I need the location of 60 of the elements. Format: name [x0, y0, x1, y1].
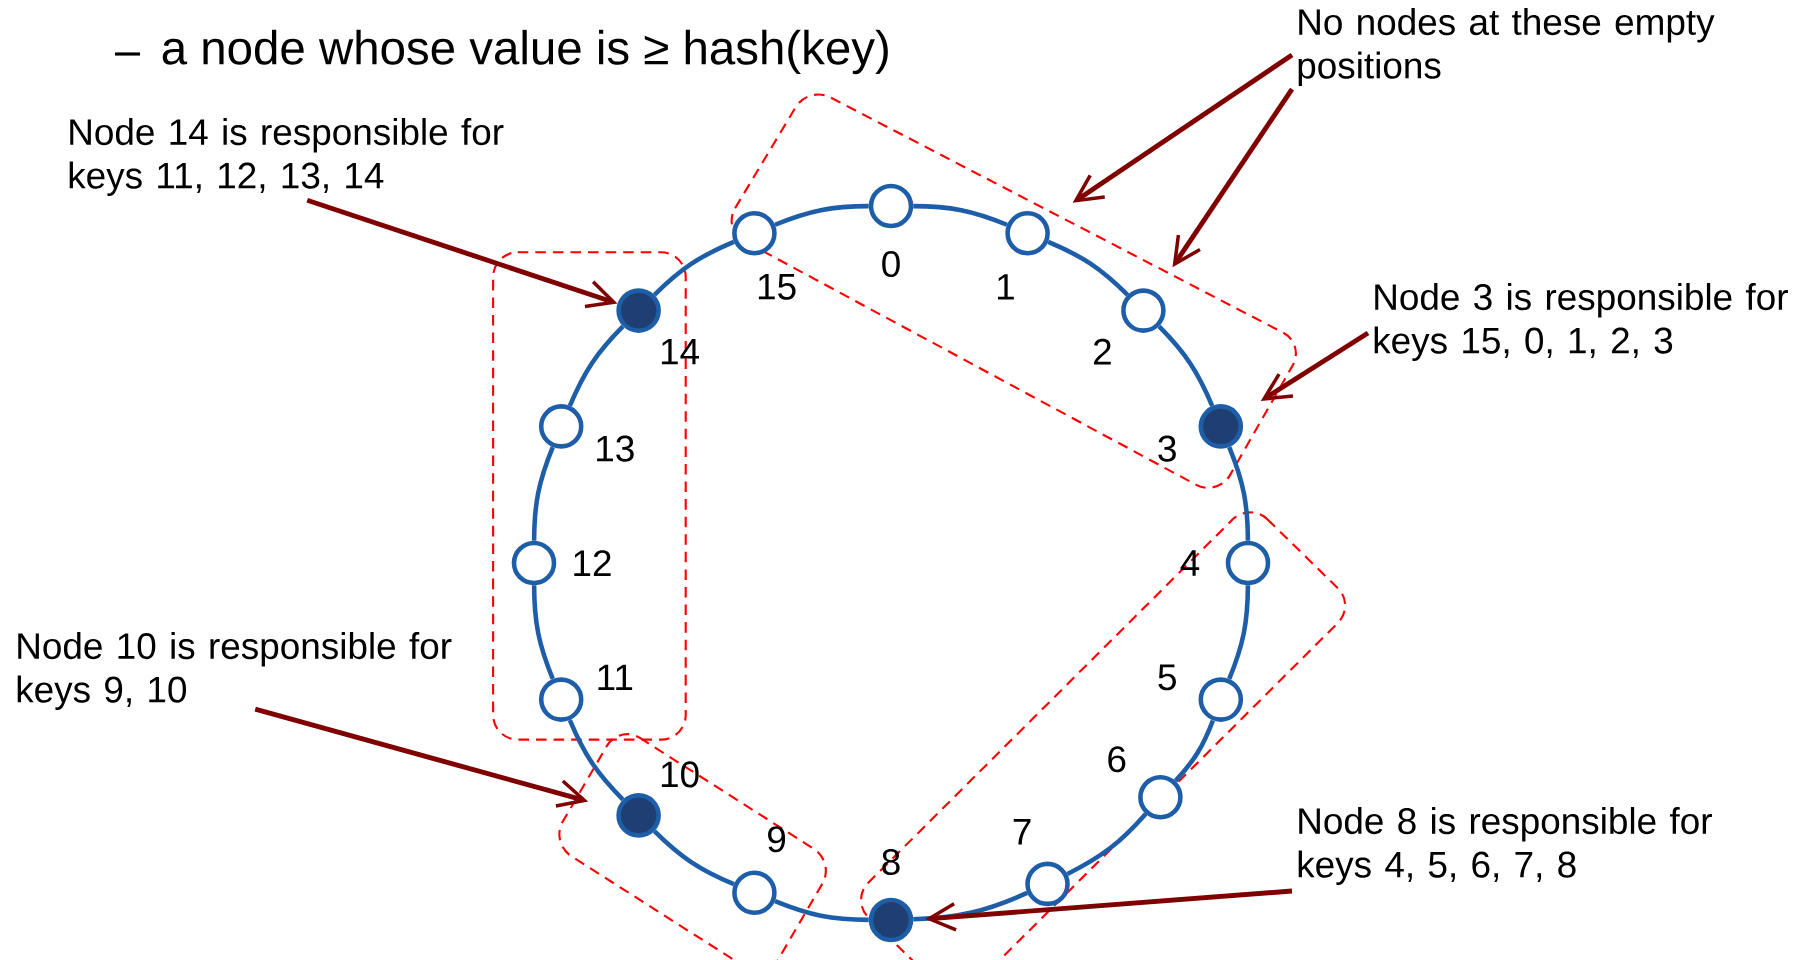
callout-text: No nodes at these empty positions — [1298, 8, 1715, 86]
position-number: 14 — [661, 338, 699, 365]
position-number: 11 — [598, 664, 633, 691]
position-circle — [1198, 677, 1244, 722]
ring-arc — [567, 324, 625, 407]
arrow — [306, 197, 618, 309]
ring-arc — [652, 239, 735, 297]
position-number: 10 — [661, 761, 699, 788]
position-number: 12 — [574, 550, 611, 576]
callout-text: Node 10 is responsible for keys 9, 10 — [17, 632, 452, 710]
position-circle — [538, 404, 584, 449]
ring-arc — [531, 446, 555, 541]
position-number: 9 — [768, 826, 786, 853]
position-number: 2 — [1094, 338, 1111, 365]
position-number: 7 — [1013, 819, 1031, 845]
position-circle — [616, 288, 661, 333]
arrow — [1172, 87, 1295, 268]
arrow — [254, 706, 589, 808]
callout-text: Node 8 is responsible for keys 4, 5, 6, 7, 8 — [1298, 807, 1712, 885]
position-circle — [1138, 774, 1183, 820]
position-number: 0 — [882, 250, 900, 278]
ring-arc — [774, 203, 869, 227]
arrow — [1072, 52, 1294, 203]
position-circle — [1025, 861, 1070, 907]
position-number: 6 — [1108, 746, 1126, 773]
position-number: 4 — [1180, 550, 1200, 576]
ring-arc — [1227, 446, 1251, 541]
position-circle — [511, 540, 557, 586]
ring-arc — [1173, 719, 1216, 783]
ring-arc — [1066, 812, 1148, 876]
ring-arc — [652, 829, 735, 887]
position-number: 1 — [997, 274, 1014, 300]
position-circle — [1198, 404, 1244, 449]
position-circle — [868, 897, 914, 943]
position-number: 8 — [882, 848, 900, 876]
position-circle — [1225, 540, 1271, 586]
arrow — [1260, 330, 1370, 402]
ring-arc — [1047, 239, 1130, 297]
position-circle — [732, 210, 777, 256]
position-circle — [1005, 210, 1050, 256]
position-circle — [868, 183, 914, 229]
arrow — [925, 888, 1293, 932]
position-number: 5 — [1158, 664, 1176, 691]
ring-arc — [913, 203, 1008, 227]
position-circle — [538, 677, 584, 722]
ring-arc — [567, 719, 625, 802]
position-circle — [732, 870, 777, 916]
callout-text: Node 3 is responsible for keys 15, 0, 1, 2, 3 — [1374, 283, 1788, 361]
callout-text: Node 14 is responsible for keys 11, 12, 13, 14 — [69, 118, 504, 196]
position-number: 15 — [758, 273, 796, 300]
position-circle — [1121, 288, 1166, 333]
ring-arc — [1157, 324, 1215, 407]
position-number: 3 — [1158, 435, 1176, 462]
ring-arc — [913, 890, 1029, 922]
ring-arc — [1227, 585, 1251, 680]
position-circle — [616, 793, 661, 838]
ring-arc — [531, 585, 555, 680]
bullet-text: a node whose value is ≥ hash(key) — [162, 29, 888, 75]
ring-arc — [774, 899, 869, 923]
position-number: 13 — [597, 435, 634, 462]
